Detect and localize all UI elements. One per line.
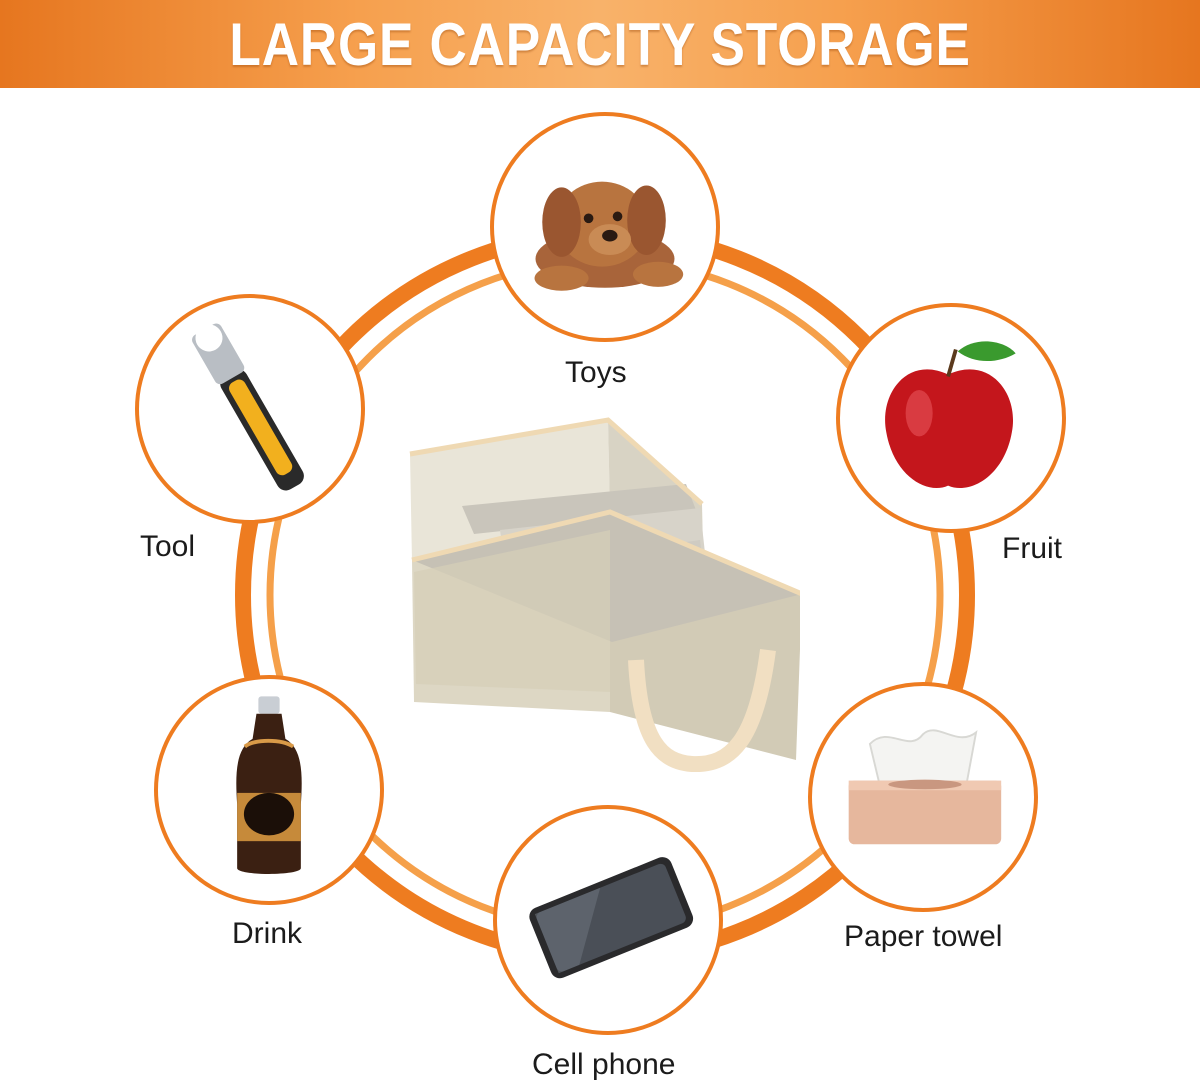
page-title: LARGE CAPACITY STORAGE [229,10,971,78]
storage-caddy-icon [409,417,800,772]
item-circle-toys [490,112,720,342]
item-circle-fruit [836,303,1066,533]
item-label-cell-phone: Cell phone [532,1048,676,1081]
item-label-fruit: Fruit [1002,532,1062,565]
item-label-paper-towel: Paper towel [844,920,1003,953]
item-circle-paper-towel [808,682,1038,912]
smartphone-icon [529,857,694,979]
bottle-icon [236,696,302,874]
plush-dog-icon [534,181,684,291]
apple-icon [885,341,1016,489]
wrench-icon [192,323,304,491]
header-banner: LARGE CAPACITY STORAGE [0,0,1200,88]
item-circle-cell-phone [493,805,723,1035]
item-label-tool: Tool [140,530,196,563]
item-label-toys: Toys [565,356,627,389]
item-circle-tool [135,294,365,524]
tissue-box-icon [848,729,1002,845]
item-label-drink: Drink [232,917,303,950]
item-circle-drink [154,675,384,905]
